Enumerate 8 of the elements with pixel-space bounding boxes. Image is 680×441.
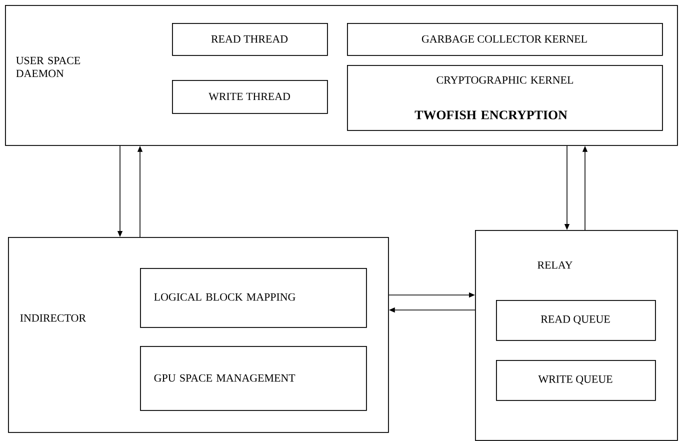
process-box: GARBAGE COLLECTOR KERNEL [347, 23, 663, 56]
process-box: GPU SPACE MANAGEMENT [140, 346, 367, 411]
process-box: READ QUEUE [496, 300, 656, 341]
process-box: CRYPTOGRAPHIC KERNEL TWOFISH ENCRYPTION [347, 65, 663, 131]
process-box: WRITE THREAD [172, 80, 328, 114]
process-box: LOGICAL BLOCK MAPPING [140, 268, 367, 328]
process-box: WRITE QUEUE [496, 360, 656, 401]
process-box: READ THREAD [172, 23, 328, 56]
